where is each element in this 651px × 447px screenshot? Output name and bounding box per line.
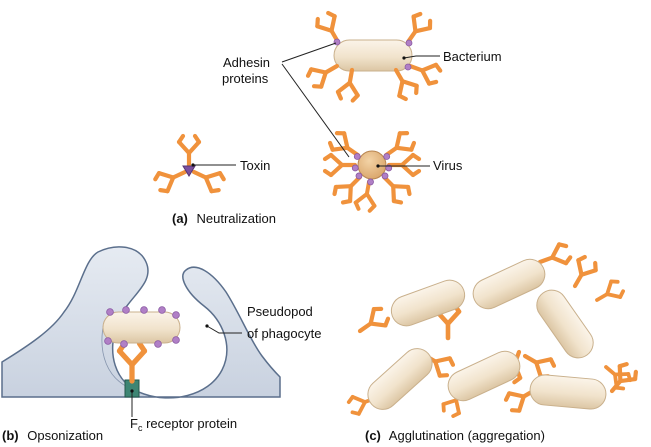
antibody <box>153 169 188 194</box>
antibody <box>441 388 464 418</box>
leader-adhesin-bacterium <box>281 42 337 63</box>
adhesin-protein <box>122 306 130 314</box>
antibody-group <box>305 10 443 103</box>
caption-a-title: Neutralization <box>197 211 277 226</box>
toxin-neutralized <box>153 133 226 194</box>
adhesin-protein <box>333 38 341 46</box>
toxin-molecule <box>182 165 196 177</box>
panel-agglutination: (c) Agglutination (aggregation) <box>346 242 638 443</box>
adhesin-protein <box>405 39 413 47</box>
leader-bacterium <box>403 55 440 59</box>
caption-c-letter: (c) <box>365 428 381 443</box>
aggregated-bacteria <box>367 258 607 410</box>
antibody <box>353 179 377 213</box>
panel-neutralization: Adhesin proteins Bacterium Toxin Virus (… <box>153 10 502 226</box>
adhesin-protein <box>104 337 112 345</box>
adhesin-protein <box>383 153 391 160</box>
adhesin-protein <box>106 308 114 316</box>
antibody-opsonin <box>116 340 148 384</box>
adhesin-protein-group <box>104 306 180 348</box>
adhesin-protein <box>355 172 363 180</box>
label-fc-receptor: Fc receptor protein <box>130 416 237 433</box>
label-adhesin-line2: proteins <box>222 71 269 86</box>
antibody <box>393 67 419 102</box>
caption-a: (a) Neutralization <box>172 211 276 226</box>
adhesin-protein <box>353 153 361 160</box>
label-virus: Virus <box>433 158 463 173</box>
antibody <box>595 279 625 302</box>
adhesin-protein-group <box>351 153 393 186</box>
antibody-group <box>153 133 226 194</box>
virus-neutralized <box>322 131 422 213</box>
caption-c: (c) Agglutination (aggregation) <box>365 428 545 443</box>
leader-pseudopod <box>206 325 242 334</box>
caption-b-title: Opsonization <box>27 428 103 443</box>
adhesin-protein <box>140 306 148 314</box>
fc-subscript: c <box>138 423 143 433</box>
antibody <box>322 152 358 178</box>
antibody <box>572 254 598 289</box>
antibody <box>191 169 226 194</box>
bacterium-cell <box>390 279 466 327</box>
antibody <box>335 67 360 103</box>
caption-b-letter: (b) <box>2 428 19 443</box>
phagocyte-cell <box>1 246 281 399</box>
antibody <box>604 365 633 391</box>
bacterium-cell <box>367 348 433 410</box>
bacterium-opsonized <box>102 306 181 348</box>
adhesin-protein <box>367 178 374 186</box>
fc-letter: F <box>130 416 138 431</box>
antibody <box>116 340 148 384</box>
label-toxin: Toxin <box>240 158 270 173</box>
bacterium-cell <box>536 289 594 359</box>
adhesin-protein <box>158 306 166 314</box>
adhesin-protein <box>154 340 162 348</box>
caption-a-letter: (a) <box>172 211 188 226</box>
antibody <box>176 133 202 169</box>
bacterium-cell <box>333 39 413 72</box>
bacterium-cell <box>529 374 607 410</box>
adhesin-protein <box>381 172 389 180</box>
caption-b: (b) Opsonization <box>2 428 103 443</box>
label-adhesin-line1: Adhesin <box>223 55 270 70</box>
antibody <box>609 362 638 394</box>
antibody <box>386 152 422 178</box>
adhesin-protein <box>351 164 359 172</box>
label-bacterium: Bacterium <box>443 49 502 64</box>
leader-adhesin-virus <box>281 63 350 158</box>
antibody <box>407 62 443 86</box>
panel-opsonization: Pseudopod of phagocyte Fc receptor prote… <box>1 246 321 443</box>
bacterium-cell <box>102 311 181 344</box>
adhesin-protein <box>120 340 128 348</box>
label-pseudopod-line1: Pseudopod <box>247 304 313 319</box>
adhesin-protein <box>172 336 180 344</box>
bacterium-cell <box>447 350 521 402</box>
caption-c-title: Agglutination (aggregation) <box>389 428 545 443</box>
fc-rest: receptor protein <box>142 416 237 431</box>
antibody <box>522 353 557 379</box>
label-pseudopod-line2: of phagocyte <box>247 326 321 341</box>
bacterium-cell <box>472 258 546 310</box>
adhesin-protein <box>172 311 180 319</box>
antibody <box>357 306 391 334</box>
antibody <box>305 63 340 89</box>
adhesin-protein <box>404 63 412 71</box>
virus-particle <box>357 150 387 180</box>
bacterium-neutralized <box>305 10 443 103</box>
antibody <box>537 242 573 266</box>
